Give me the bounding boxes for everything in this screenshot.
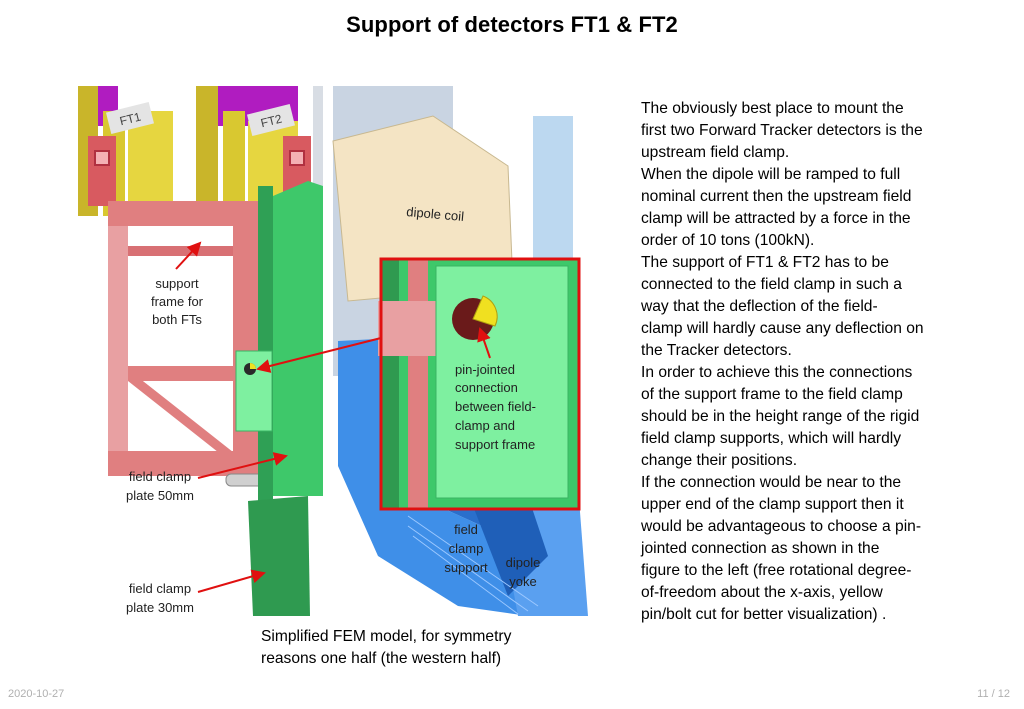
- ft2-tag: FT2: [246, 104, 296, 136]
- body-line: order of 10 tons (100kN).: [641, 232, 815, 249]
- body-line: upstream field clamp.: [641, 144, 790, 161]
- svg-text:frame for: frame for: [151, 294, 204, 309]
- body-line: of the support frame to the field clamp: [641, 386, 903, 403]
- inset-link-arrow: [256, 337, 382, 373]
- svg-text:connection: connection: [455, 380, 518, 395]
- field-clamp-support-label: field clamp support: [444, 522, 488, 575]
- svg-text:support: support: [155, 276, 199, 291]
- support-frame-left: [108, 226, 128, 476]
- body-line: first two Forward Tracker detectors is t…: [641, 122, 923, 139]
- frame-post: [88, 136, 116, 206]
- fem-model-figure: FT1 FT2 dipole coil support frame for bo…: [78, 86, 618, 616]
- svg-text:pin-jointed: pin-jointed: [455, 362, 515, 377]
- field-clamp-50-label: field clamp plate 50mm: [126, 469, 194, 503]
- body-line: jointed connection as shown in the: [641, 540, 880, 557]
- body-line: nominal current then the upstream field: [641, 188, 912, 205]
- pin-joint-label: pin-jointed connection between field- cl…: [455, 362, 536, 452]
- ft1-tag: FT1: [105, 102, 155, 134]
- inset-highlight-frame: [379, 257, 581, 511]
- body-text: The obviously best place to mount the fi…: [641, 98, 971, 626]
- body-line: The obviously best place to mount the: [641, 100, 904, 117]
- dipole-yoke-label: dipole yoke: [506, 555, 541, 589]
- footer-date: 2020-10-27: [8, 688, 65, 700]
- body-line: If the connection would be near to the: [641, 474, 902, 491]
- body-line: pin/bolt cut for better visualization) .: [641, 606, 887, 623]
- field-clamp-plate-50mm: [273, 181, 323, 496]
- body-line: should be in the height range of the rig…: [641, 408, 920, 425]
- figure-caption: Simplified FEM model, for symmetry reaso…: [261, 626, 511, 670]
- body-line: In order to achieve this the connections: [641, 364, 913, 381]
- ft1-tag-text: FT1: [118, 110, 142, 129]
- ft2-detector: [196, 86, 218, 216]
- svg-text:yoke: yoke: [509, 574, 536, 589]
- body-line: the Tracker detectors.: [641, 342, 792, 359]
- body-line: way that the deflection of the field-: [641, 298, 878, 315]
- body-line: change their positions.: [641, 452, 798, 469]
- fem-model-drawing: FT1 FT2 dipole coil support frame for bo…: [78, 86, 618, 616]
- svg-text:between field-: between field-: [455, 399, 536, 414]
- svg-text:both FTs: both FTs: [152, 312, 202, 327]
- svg-text:dipole: dipole: [506, 555, 541, 570]
- svg-text:field: field: [454, 522, 478, 537]
- svg-text:field clamp: field clamp: [129, 581, 191, 596]
- clamp-30-arrow: [197, 569, 266, 593]
- body-line: of-freedom about the x-axis, yellow: [641, 584, 883, 601]
- slide-title: Support of detectors FT1 & FT2: [346, 12, 678, 37]
- dipole-coil-label: dipole coil: [406, 204, 465, 224]
- field-clamp-plate-30mm: [248, 496, 310, 616]
- field-clamp-30-label: field clamp plate 30mm: [126, 581, 194, 615]
- svg-text:clamp and: clamp and: [455, 418, 515, 433]
- svg-text:clamp: clamp: [449, 541, 484, 556]
- pin-joint-arrow: [477, 327, 491, 359]
- body-line: clamp will hardly cause any deflection o…: [641, 320, 924, 337]
- body-line: clamp will be attracted by a force in th…: [641, 210, 911, 227]
- body-line: would be advantageous to choose a pin-: [641, 518, 922, 535]
- svg-text:support frame: support frame: [455, 437, 535, 452]
- body-line: figure to the left (free rotational degr…: [641, 562, 912, 579]
- svg-text:support: support: [444, 560, 488, 575]
- svg-text:plate 30mm: plate 30mm: [126, 600, 194, 615]
- body-line: field clamp supports, which will hardly: [641, 430, 901, 447]
- body-line: When the dipole will be ramped to full: [641, 166, 901, 183]
- support-frame-label: support frame for both FTs: [151, 276, 204, 327]
- body-line: upper end of the clamp support then it: [641, 496, 904, 513]
- ft2-tag-text: FT2: [259, 112, 283, 131]
- caption-line: Simplified FEM model, for symmetry: [261, 628, 512, 645]
- svg-text:plate 50mm: plate 50mm: [126, 488, 194, 503]
- svg-text:field clamp: field clamp: [129, 469, 191, 484]
- clamp-50-arrow: [197, 452, 288, 479]
- caption-line: reasons one half (the western half): [261, 650, 502, 667]
- support-frame-top: [108, 201, 288, 226]
- ft2-detector: [223, 111, 245, 216]
- support-frame-diagonal: [128, 381, 238, 456]
- support-frame-arrow: [175, 241, 202, 270]
- footer-page-number: 11 / 12: [977, 688, 1010, 700]
- body-line: connected to the field clamp in such a: [641, 276, 902, 293]
- connection-bracket: [235, 350, 273, 432]
- body-line: The support of FT1 & FT2 has to be: [641, 254, 889, 271]
- dipole-coil: [332, 115, 514, 302]
